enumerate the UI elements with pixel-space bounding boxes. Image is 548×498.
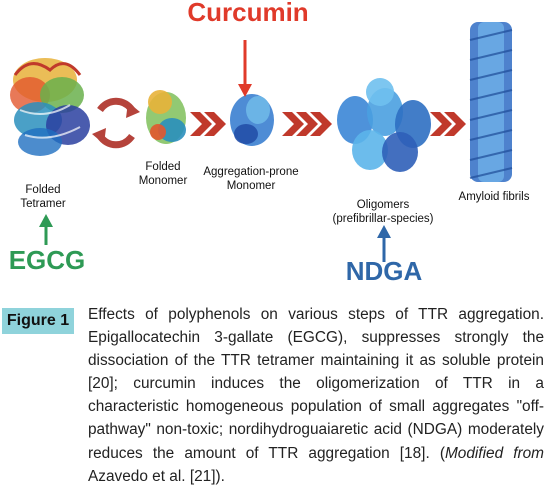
- folded-monomer-structure: [146, 90, 186, 144]
- folded-tetramer-label: Folded Tetramer: [20, 184, 66, 210]
- caption-citation: Azavedo et al. [21]).: [88, 467, 225, 485]
- amyloid-fibril-structure: [469, 22, 513, 182]
- folded-tetramer-structure: [10, 58, 90, 156]
- amyloid-fibrils-label: Amyloid fibrils: [458, 191, 530, 203]
- ndga-arrow: [377, 225, 391, 262]
- figure-tag: Figure 1: [2, 308, 74, 334]
- folded-monomer-label: Folded Monomer: [138, 161, 188, 187]
- curcumin-label: Curcumin: [187, 0, 309, 27]
- curcumin-arrow: [238, 40, 252, 97]
- pathway-chevrons: [190, 112, 466, 136]
- egcg-label: EGCG: [8, 245, 86, 275]
- ndga-label: NDGA: [345, 256, 423, 286]
- aggregation-prone-label: Aggregation-prone Monomer: [203, 166, 299, 192]
- aggregation-prone-structure: [230, 94, 274, 146]
- oligomers-structure: [337, 78, 431, 172]
- equilibrium-arrows: [92, 97, 140, 149]
- caption-text: Effects of polyphenols on various steps …: [88, 306, 544, 462]
- figure-illustration: [10, 22, 513, 262]
- egcg-arrow: [39, 214, 53, 245]
- caption-italic: Modified from: [444, 444, 544, 462]
- figure-panel: Folded Tetramer Folded Monomer Aggregati…: [8, 0, 530, 286]
- figure-caption: Effects of polyphenols on various steps …: [88, 303, 544, 488]
- oligomers-label: Oligomers (prefibrillar-species): [332, 199, 434, 225]
